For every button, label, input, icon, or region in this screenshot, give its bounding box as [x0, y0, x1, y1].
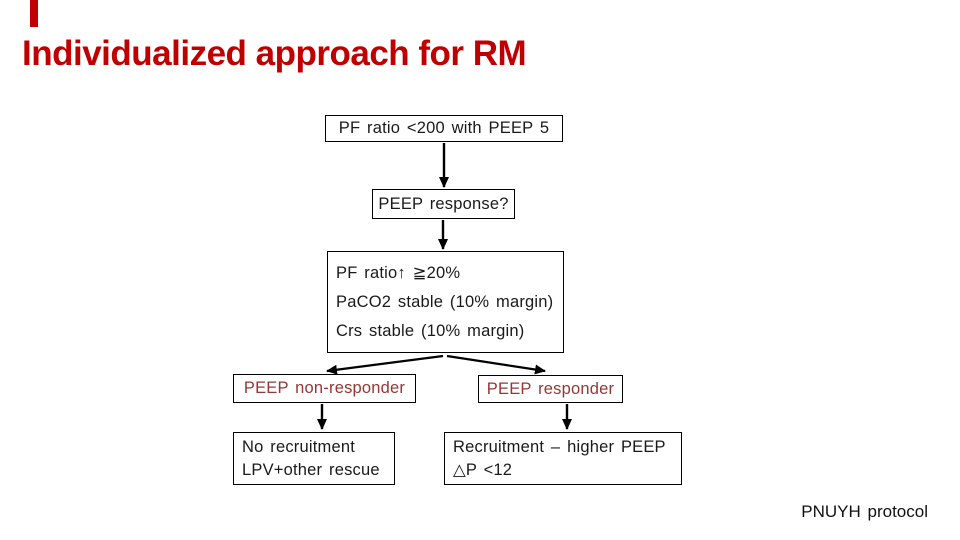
no-recruitment-line1: No recruitment: [242, 437, 356, 456]
flow-box-responder: PEEP responder: [478, 375, 623, 403]
criteria-line-paco2: PaCO2 stable (10% margin): [336, 292, 554, 311]
flow-box-start-label: PF ratio <200 with PEEP 5: [338, 119, 550, 137]
flow-box-no-recruitment: No recruitment LPV+other rescue: [233, 432, 395, 485]
recruitment-line2: △P <12: [453, 460, 513, 479]
flow-box-question: PEEP response?: [372, 189, 515, 219]
arrow-criteria-to-nonresponder: [326, 354, 444, 375]
responder-label: PEEP responder: [486, 379, 615, 398]
flow-box-non-responder: PEEP non-responder: [233, 374, 416, 403]
recruitment-line1: Recruitment – higher PEEP: [453, 437, 666, 456]
flow-box-criteria: PF ratio↑ ≧20% PaCO2 stable (10% margin)…: [327, 251, 564, 353]
no-recruitment-line2: LPV+other rescue: [242, 460, 380, 479]
non-responder-label: PEEP non-responder: [243, 379, 406, 397]
page-title: Individualized approach for RM: [22, 34, 527, 73]
criteria-line-pf-ratio: PF ratio↑ ≧20%: [336, 263, 461, 282]
flow-box-recruitment: Recruitment – higher PEEP △P <12: [444, 432, 682, 485]
arrow-criteria-to-responder: [446, 354, 546, 375]
flow-box-start: PF ratio <200 with PEEP 5: [325, 115, 563, 142]
criteria-line-crs: Crs stable (10% margin): [336, 322, 525, 341]
accent-bar: [30, 0, 38, 27]
footer-protocol-label: PNUYH protocol: [801, 502, 928, 521]
flow-box-question-label: PEEP response?: [378, 194, 509, 213]
